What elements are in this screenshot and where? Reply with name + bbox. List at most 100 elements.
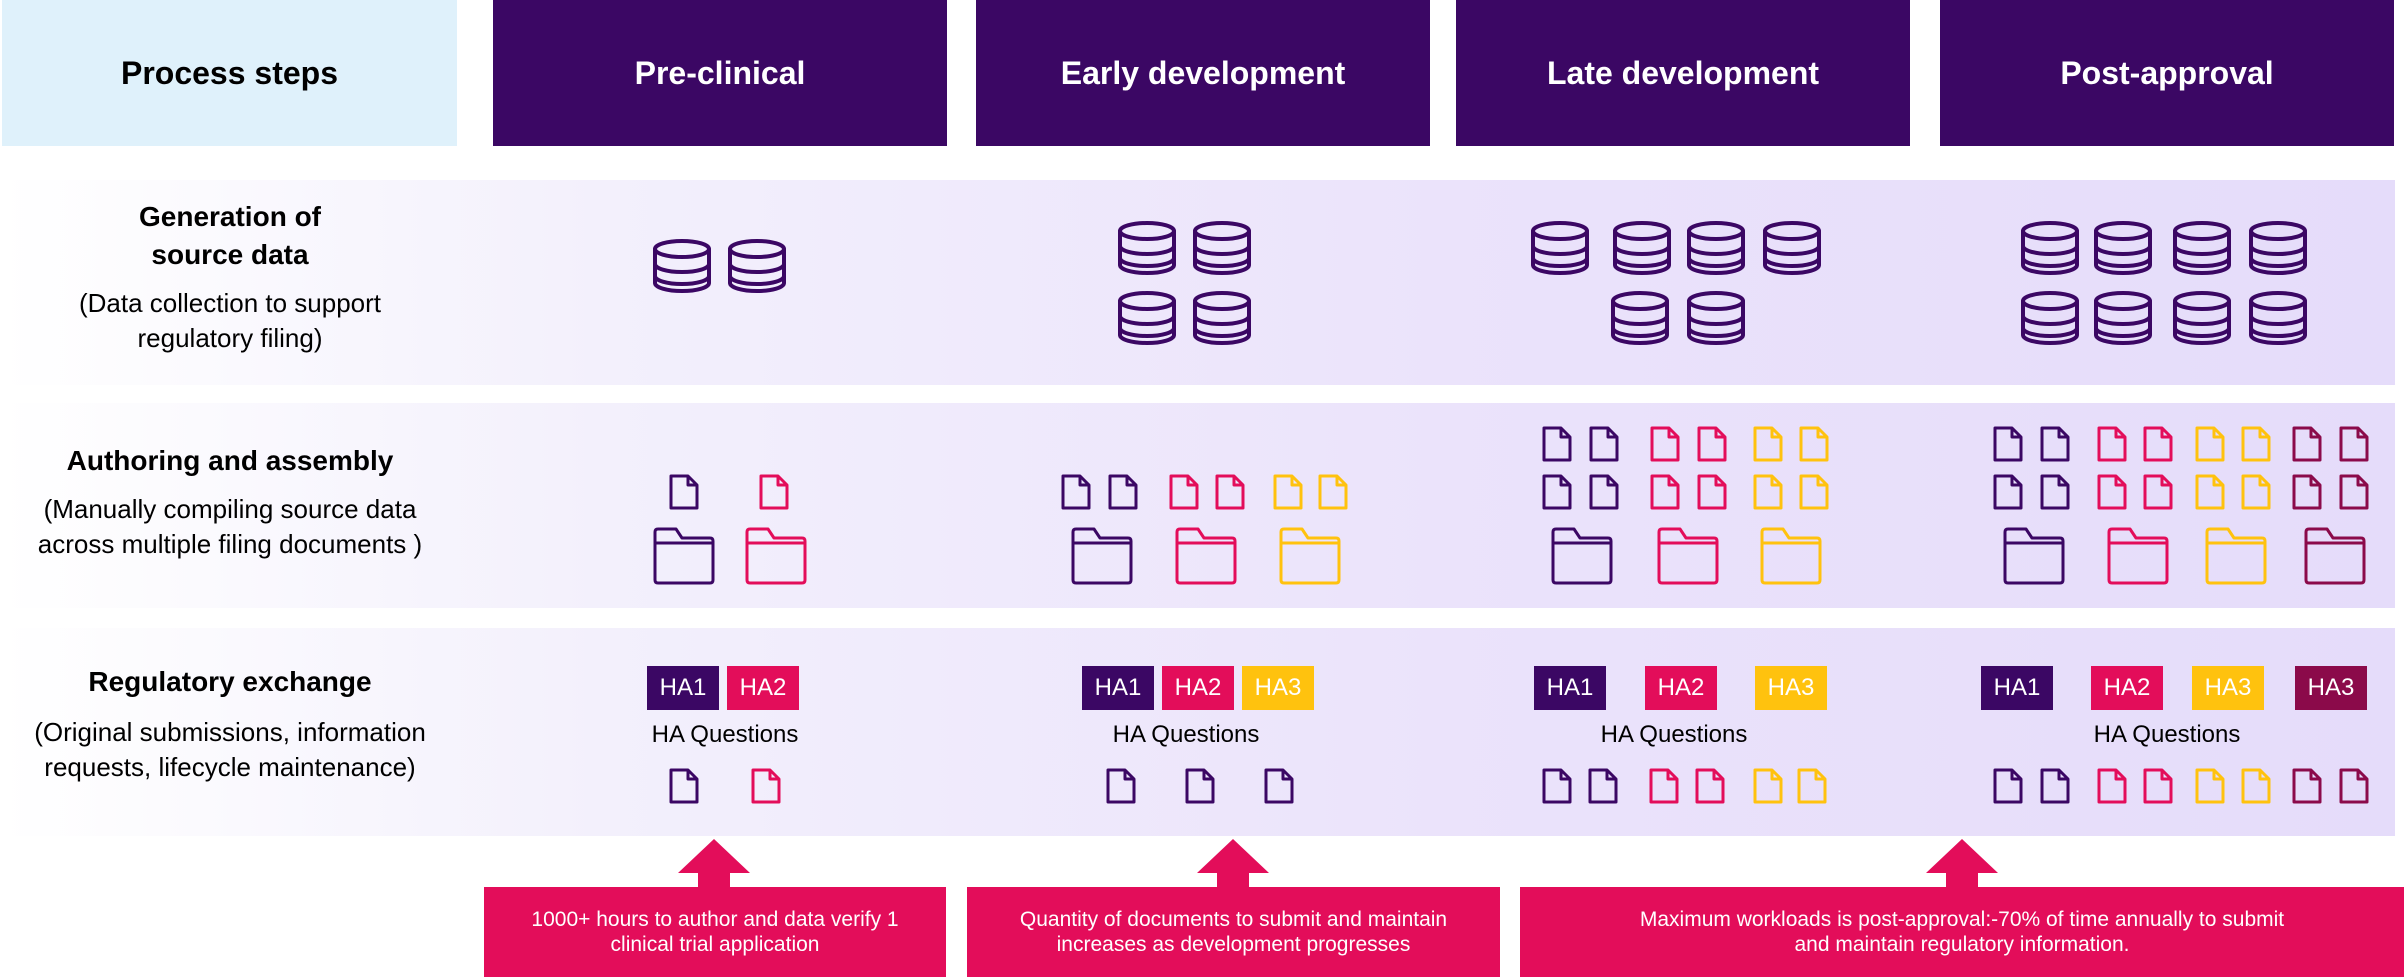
document-icon: [1542, 474, 1572, 510]
document-icon: [2040, 474, 2070, 510]
callout-text: Maximum workloads is post-approval:-70% …: [1639, 908, 2285, 956]
document-icon: [1589, 426, 1619, 462]
document-icon: [1993, 768, 2023, 804]
document-icon: [751, 768, 781, 804]
folder-icon: [745, 527, 807, 585]
document-icon: [2195, 426, 2225, 462]
document-icon: [2241, 426, 2271, 462]
document-icon: [2143, 474, 2173, 510]
database-icon: [2021, 291, 2079, 345]
document-icon: [2097, 474, 2127, 510]
ha-questions-label: HA Questions: [651, 721, 799, 748]
database-icon: [2249, 291, 2307, 345]
document-icon: [2195, 474, 2225, 510]
ha-tag: HA3: [1755, 666, 1827, 710]
document-icon: [1695, 768, 1725, 804]
database-icon: [1193, 221, 1251, 275]
database-icon: [1531, 221, 1589, 275]
document-icon: [2097, 426, 2127, 462]
ha-tag: HA3: [2192, 666, 2264, 710]
database-icon: [1613, 221, 1671, 275]
ha-questions-label: HA Questions: [1600, 721, 1748, 748]
document-icon: [1542, 426, 1572, 462]
header-late-development: Late development: [1456, 0, 1910, 146]
document-icon: [1264, 768, 1294, 804]
header-process-steps: Process steps: [2, 0, 457, 146]
row-sub-line1: (Manually compiling source data: [43, 494, 417, 524]
folder-icon: [2205, 527, 2267, 585]
callout-post-approval: Maximum workloads is post-approval:-70% …: [1520, 887, 2404, 977]
row-title: Authoring and assembly: [66, 445, 394, 476]
database-icon: [2249, 221, 2307, 275]
database-icon: [2173, 291, 2231, 345]
folder-icon: [1279, 527, 1341, 585]
ha-tag: HA1: [1534, 666, 1606, 710]
document-icon: [1061, 474, 1091, 510]
document-icon: [1649, 768, 1679, 804]
ha-questions-label: HA Questions: [1112, 721, 1260, 748]
document-icon: [2143, 426, 2173, 462]
document-icon: [2241, 474, 2271, 510]
document-icon: [669, 474, 699, 510]
folder-icon: [2003, 527, 2065, 585]
document-icon: [1650, 474, 1680, 510]
document-icon: [759, 474, 789, 510]
database-icon: [728, 239, 786, 293]
callout-pre-clinical: 1000+ hours to author and data verify 1 …: [484, 887, 946, 977]
document-icon: [2339, 426, 2369, 462]
ha-tag: HA2: [727, 666, 799, 710]
database-icon: [1118, 291, 1176, 345]
folder-icon: [1657, 527, 1719, 585]
database-icon: [1763, 221, 1821, 275]
document-icon: [1753, 426, 1783, 462]
document-icon: [1169, 474, 1199, 510]
document-icon: [2195, 768, 2225, 804]
ha-tag: HA3: [2295, 666, 2367, 710]
folder-icon: [1071, 527, 1133, 585]
document-icon: [2040, 426, 2070, 462]
document-icon: [1697, 426, 1727, 462]
up-arrow-icon: [1926, 839, 1998, 887]
row-sub-line1: (Original submissions, information: [34, 717, 426, 747]
document-icon: [1273, 474, 1303, 510]
header-early-development: Early development: [976, 0, 1430, 146]
row-label-authoring: Authoring and assembly (Manually compili…: [0, 442, 460, 562]
database-icon: [1687, 291, 1745, 345]
document-icon: [1650, 426, 1680, 462]
document-icon: [1108, 474, 1138, 510]
callout-development: Quantity of documents to submit and main…: [967, 887, 1500, 977]
document-icon: [1797, 768, 1827, 804]
up-arrow-icon: [1197, 839, 1269, 887]
database-icon: [653, 239, 711, 293]
database-icon: [2173, 221, 2231, 275]
document-icon: [1799, 474, 1829, 510]
folder-icon: [1551, 527, 1613, 585]
callout-text: Quantity of documents to submit and main…: [1019, 908, 1448, 956]
row-title: Regulatory exchange: [88, 666, 372, 697]
document-icon: [1993, 426, 2023, 462]
row-sub-line2: requests, lifecycle maintenance): [44, 752, 416, 782]
document-icon: [1799, 426, 1829, 462]
folder-icon: [2304, 527, 2366, 585]
row-sub-line2: regulatory filing): [137, 323, 323, 353]
folder-icon: [1175, 527, 1237, 585]
document-icon: [2292, 426, 2322, 462]
document-icon: [2143, 768, 2173, 804]
database-icon: [1687, 221, 1745, 275]
database-icon: [2094, 291, 2152, 345]
row-title-line2: source data: [151, 239, 309, 270]
ha-questions-label: HA Questions: [2093, 721, 2241, 748]
row-sub-line2: across multiple filing documents ): [37, 529, 423, 559]
document-icon: [2339, 768, 2369, 804]
document-icon: [1589, 474, 1619, 510]
row-label-regulatory: Regulatory exchange (Original submission…: [0, 663, 460, 785]
document-icon: [1185, 768, 1215, 804]
folder-icon: [2107, 527, 2169, 585]
ha-tag: HA2: [1645, 666, 1717, 710]
database-icon: [2021, 221, 2079, 275]
document-icon: [1542, 768, 1572, 804]
database-icon: [1193, 291, 1251, 345]
document-icon: [2241, 768, 2271, 804]
document-icon: [1106, 768, 1136, 804]
document-icon: [669, 768, 699, 804]
